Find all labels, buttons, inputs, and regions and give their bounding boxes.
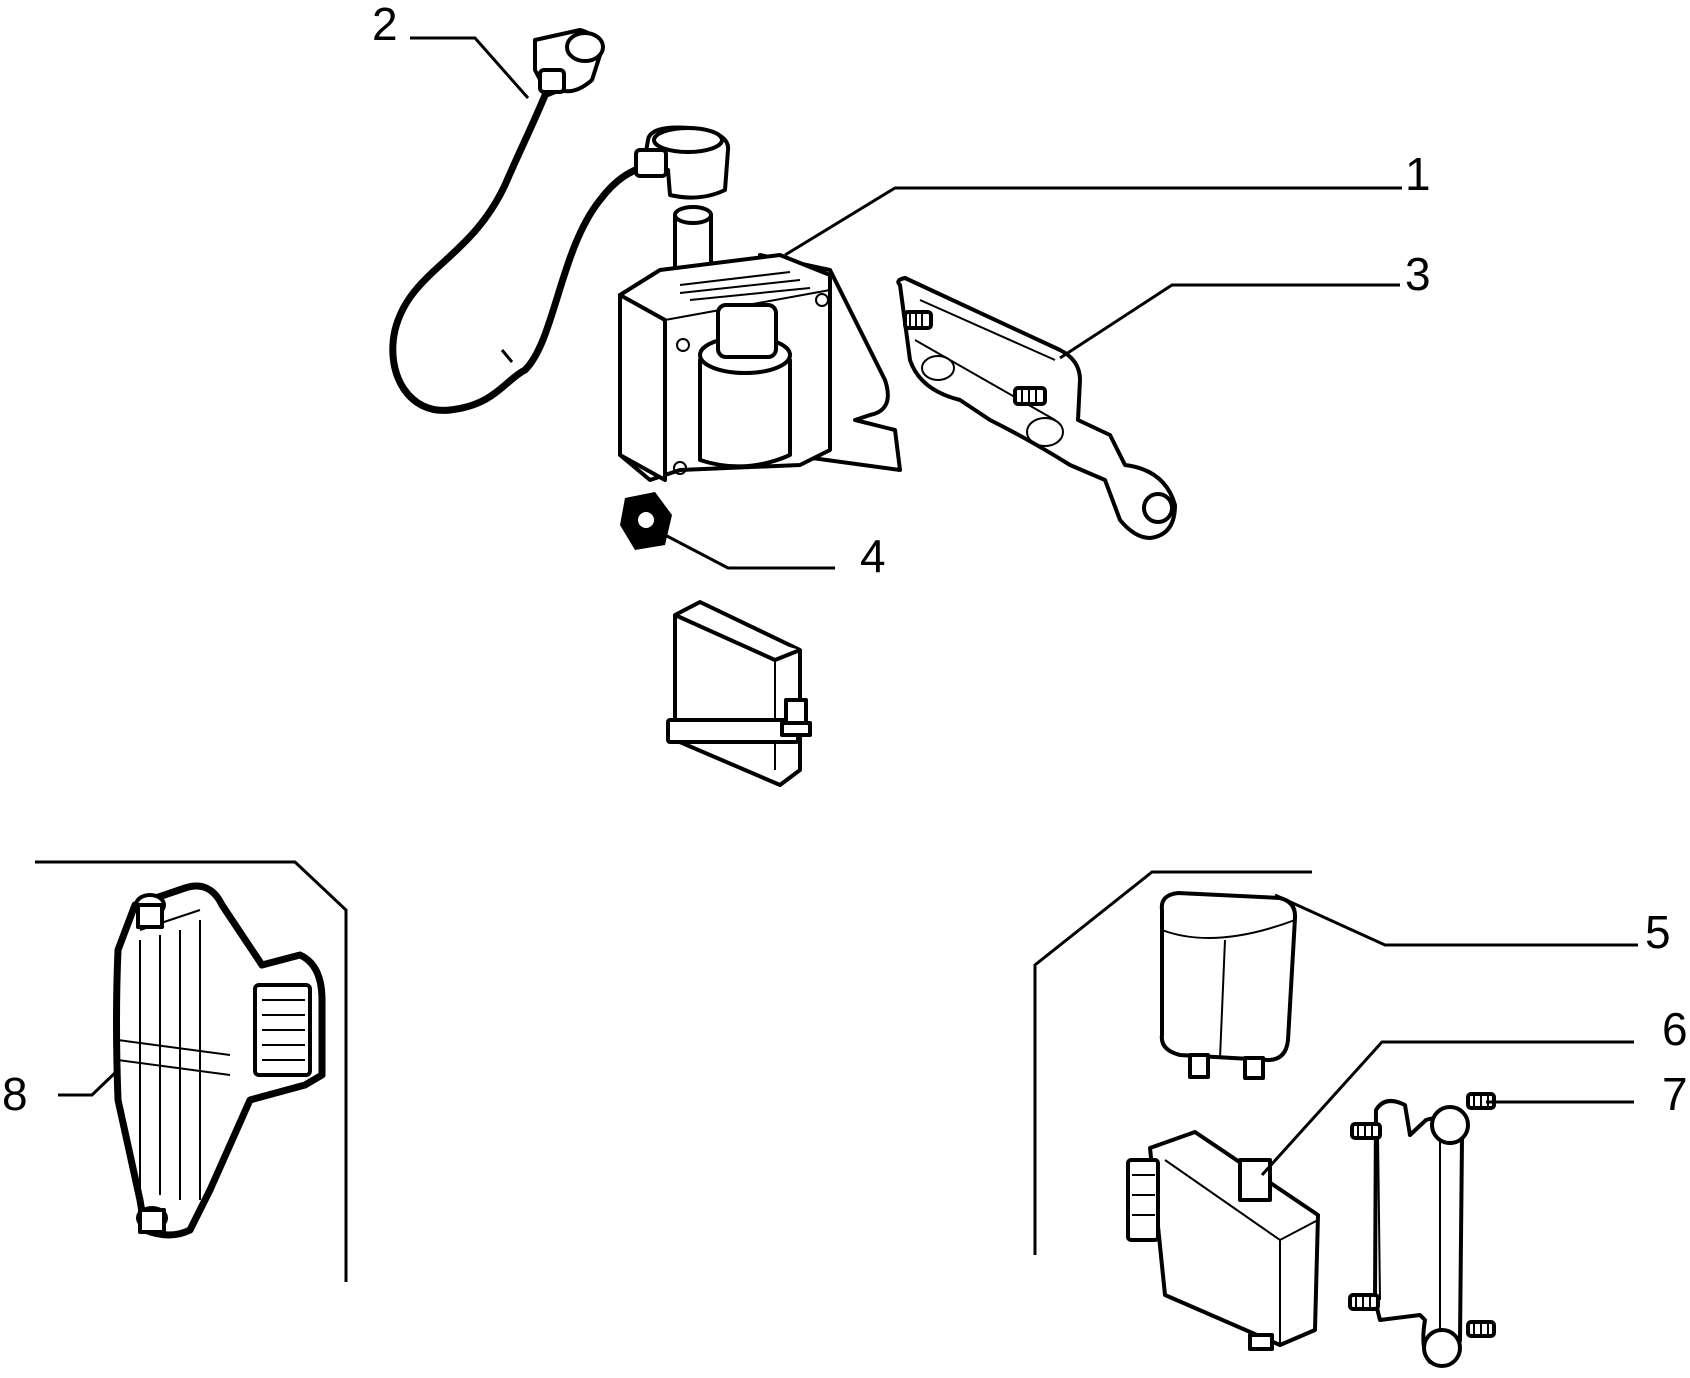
callout-label-7: 7 — [1662, 1068, 1688, 1120]
part-2-ht-lead — [389, 28, 731, 414]
callout-label-2: 2 — [372, 0, 398, 50]
leader-line-8 — [58, 1068, 120, 1097]
group-bracket-right — [1033, 870, 1312, 1255]
leader-line-6 — [1260, 1040, 1634, 1177]
callout-label-3: 3 — [1405, 248, 1431, 300]
callout-label-4: 4 — [860, 530, 886, 582]
plate-stud — [1348, 1293, 1380, 1311]
part-4-nut — [620, 492, 672, 550]
part-6-electronic-module — [1126, 1130, 1320, 1351]
part-1-ignition-coil — [618, 205, 902, 482]
plate-stud — [1350, 1122, 1382, 1140]
part-5-relay — [1159, 891, 1298, 1080]
callout-label-8: 8 — [2, 1068, 28, 1120]
callout-label-6: 6 — [1662, 1003, 1688, 1055]
group-bracket-left — [35, 860, 348, 1282]
part-8-control-unit — [113, 882, 326, 1239]
leader-line-2 — [410, 36, 530, 99]
leader-line-1 — [784, 186, 1402, 257]
part-7-mounting-plate — [1348, 1092, 1496, 1368]
leader-line-3 — [1059, 283, 1400, 360]
part-3-mounting-bracket — [896, 276, 1177, 540]
callout-label-5: 5 — [1645, 906, 1671, 958]
callout-label-1: 1 — [1405, 148, 1431, 200]
ecu-module — [666, 600, 812, 787]
leader-line-5 — [1274, 893, 1638, 947]
bracket-stud — [1013, 386, 1047, 406]
plate-stud — [1466, 1092, 1496, 1110]
plate-stud — [1466, 1320, 1496, 1338]
bracket-stud — [903, 310, 933, 330]
leader-line-4 — [664, 533, 835, 570]
